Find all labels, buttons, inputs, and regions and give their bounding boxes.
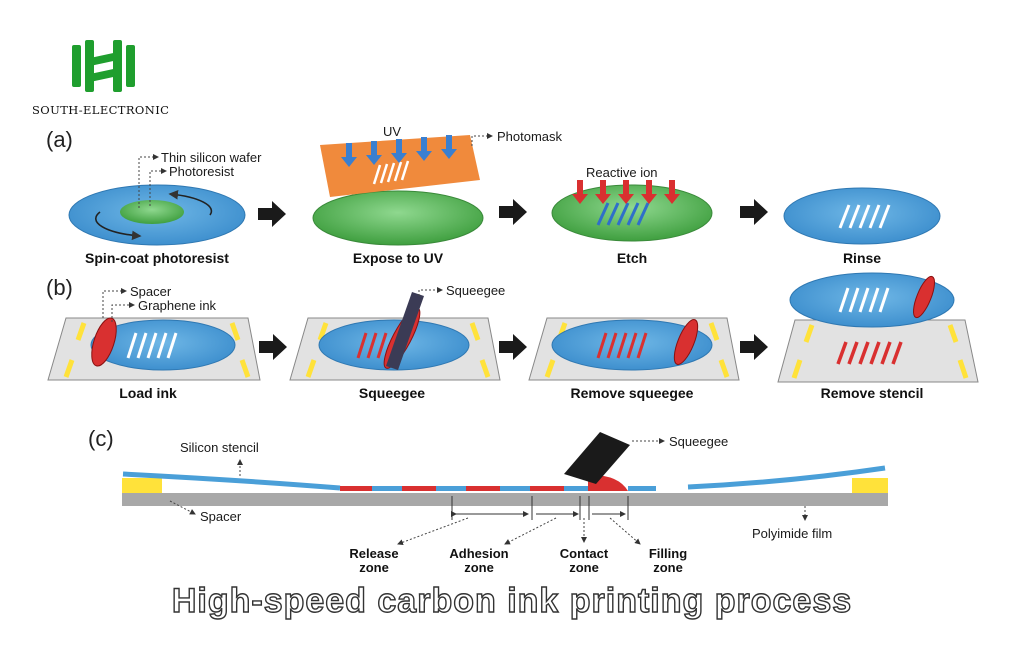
step-b1-load-ink: Spacer Graphene ink Load ink — [47, 284, 261, 401]
brand-name: SOUTH-ELECTRONIC — [32, 103, 169, 117]
step-a1-spin-coat: Thin silicon wafer Photoresist Spin-coat… — [68, 150, 262, 266]
adhesion-zone-sub: zone — [464, 560, 494, 575]
contact-zone-label: Contact — [560, 546, 609, 561]
filling-zone-label: Filling — [649, 546, 687, 561]
step-b2-squeegee: Squeegee Squeegee — [289, 283, 505, 401]
step-caption: Remove stencil — [821, 385, 924, 401]
arrow-right-icon — [499, 334, 527, 360]
release-zone-sub: zone — [359, 560, 389, 575]
uv-arrows — [341, 135, 457, 167]
silicon-stencil — [122, 471, 341, 491]
squeegee-label: Squeegee — [446, 283, 505, 298]
step-caption: Rinse — [843, 250, 881, 266]
step-a3-etch: Reactive ion Etch — [551, 165, 713, 266]
arrow-right-icon — [740, 334, 768, 360]
photoresist-label: Photoresist — [169, 164, 234, 179]
step-caption: Etch — [617, 250, 647, 266]
step-caption: Squeegee — [359, 385, 425, 401]
squeegee-c-label: Squeegee — [669, 434, 728, 449]
step-a2-expose: UV Photomask Expose to UV — [312, 124, 563, 266]
section-c-label: (c) — [88, 426, 114, 451]
polyimide-film — [122, 493, 888, 506]
cross-section: Silicon stencil Squeegee Spacer Polyimid… — [122, 432, 888, 575]
spacer-c-label: Spacer — [200, 509, 242, 524]
stencil-label: Silicon stencil — [180, 440, 259, 455]
squeegee-blade — [564, 432, 630, 484]
step-a4-rinse: Rinse — [783, 187, 941, 266]
step-caption: Expose to UV — [353, 250, 444, 266]
graphene-ink-label: Graphene ink — [138, 298, 217, 313]
reactive-ion-label: Reactive ion — [586, 165, 658, 180]
step-caption: Remove squeegee — [571, 385, 694, 401]
step-caption: Load ink — [119, 385, 177, 401]
section-a-label: (a) — [46, 127, 73, 152]
photomask-label: Photomask — [497, 129, 563, 144]
contact-zone-sub: zone — [569, 560, 599, 575]
brand-logo: SOUTH-ELECTRONIC — [32, 40, 169, 117]
step-caption: Spin-coat photoresist — [85, 250, 229, 266]
polyimide-label: Polyimide film — [752, 526, 832, 541]
step-b3-remove-squeegee: Remove squeegee — [528, 317, 740, 401]
section-b-label: (b) — [46, 275, 73, 300]
green-hh-logo-icon — [72, 40, 135, 92]
spacer-left — [122, 478, 162, 493]
uv-label: UV — [383, 124, 401, 139]
page-title: High-speed carbon ink printing process — [172, 582, 852, 620]
arrow-right-icon — [258, 201, 286, 227]
arrow-right-icon — [499, 199, 527, 225]
release-zone-label: Release — [349, 546, 398, 561]
adhesion-zone-label: Adhesion — [449, 546, 508, 561]
arrow-right-icon — [259, 334, 287, 360]
wafer-label: Thin silicon wafer — [161, 150, 262, 165]
spacer-right — [852, 478, 888, 493]
spacer-label: Spacer — [130, 284, 172, 299]
filling-zone-sub: zone — [653, 560, 683, 575]
arrow-right-icon — [740, 199, 768, 225]
reactive-ion-arrows — [572, 180, 680, 204]
step-b4-remove-stencil: Remove stencil — [777, 272, 979, 401]
